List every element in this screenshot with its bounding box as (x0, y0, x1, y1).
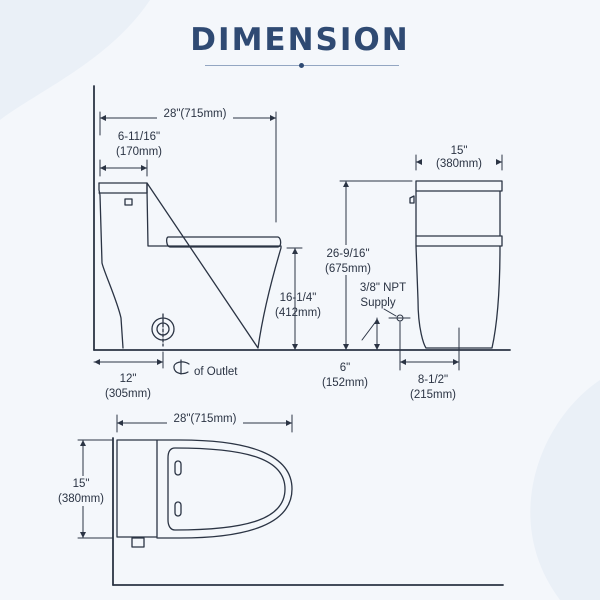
front-width-mm-label: (380mm) (436, 158, 482, 170)
seat-lid (166, 236, 282, 248)
supply-height-label: 6" (340, 362, 350, 374)
supply-offset-label: 8-1/2" (418, 374, 448, 386)
supply-label: 3/8" NPT (360, 282, 406, 294)
rough-in-mm-label: (305mm) (105, 388, 151, 400)
supply-nub (131, 537, 145, 548)
flush-button (124, 198, 133, 206)
top-width-mm-label: (380mm) (58, 493, 104, 505)
toilet-top-outline (116, 439, 293, 539)
rough-in-label: 12" (120, 373, 137, 385)
tank-depth-mm-label: (170mm) (116, 146, 162, 158)
top-view (77, 414, 504, 586)
supply-height-mm-label: (152mm) (322, 377, 368, 389)
tank-depth-label: 6-11/16" (118, 131, 160, 143)
seat-height-label: 16-1/4" (280, 292, 317, 304)
seat-height-mm-label: (412mm) (275, 307, 321, 319)
toilet-front-outline (415, 180, 503, 349)
top-length-label: 28"(715mm) (174, 413, 237, 425)
seat-top (167, 447, 286, 531)
title-dot (299, 63, 304, 68)
page-title: DIMENSION (190, 22, 410, 58)
total-height-label: 26-9/16" (326, 248, 369, 260)
side-view (93, 85, 511, 375)
supply-label-2: Supply (360, 297, 395, 309)
top-width-label: 15" (73, 478, 90, 490)
side-length-label: 28"(715mm) (164, 108, 227, 120)
supply-offset-mm-label: (215mm) (410, 389, 456, 401)
total-height-mm-label: (675mm) (325, 263, 371, 275)
outlet-label: of Outlet (194, 366, 238, 378)
flush-lever (409, 195, 415, 204)
toilet-side-outline (98, 182, 282, 349)
front-width-label: 15" (451, 145, 468, 157)
